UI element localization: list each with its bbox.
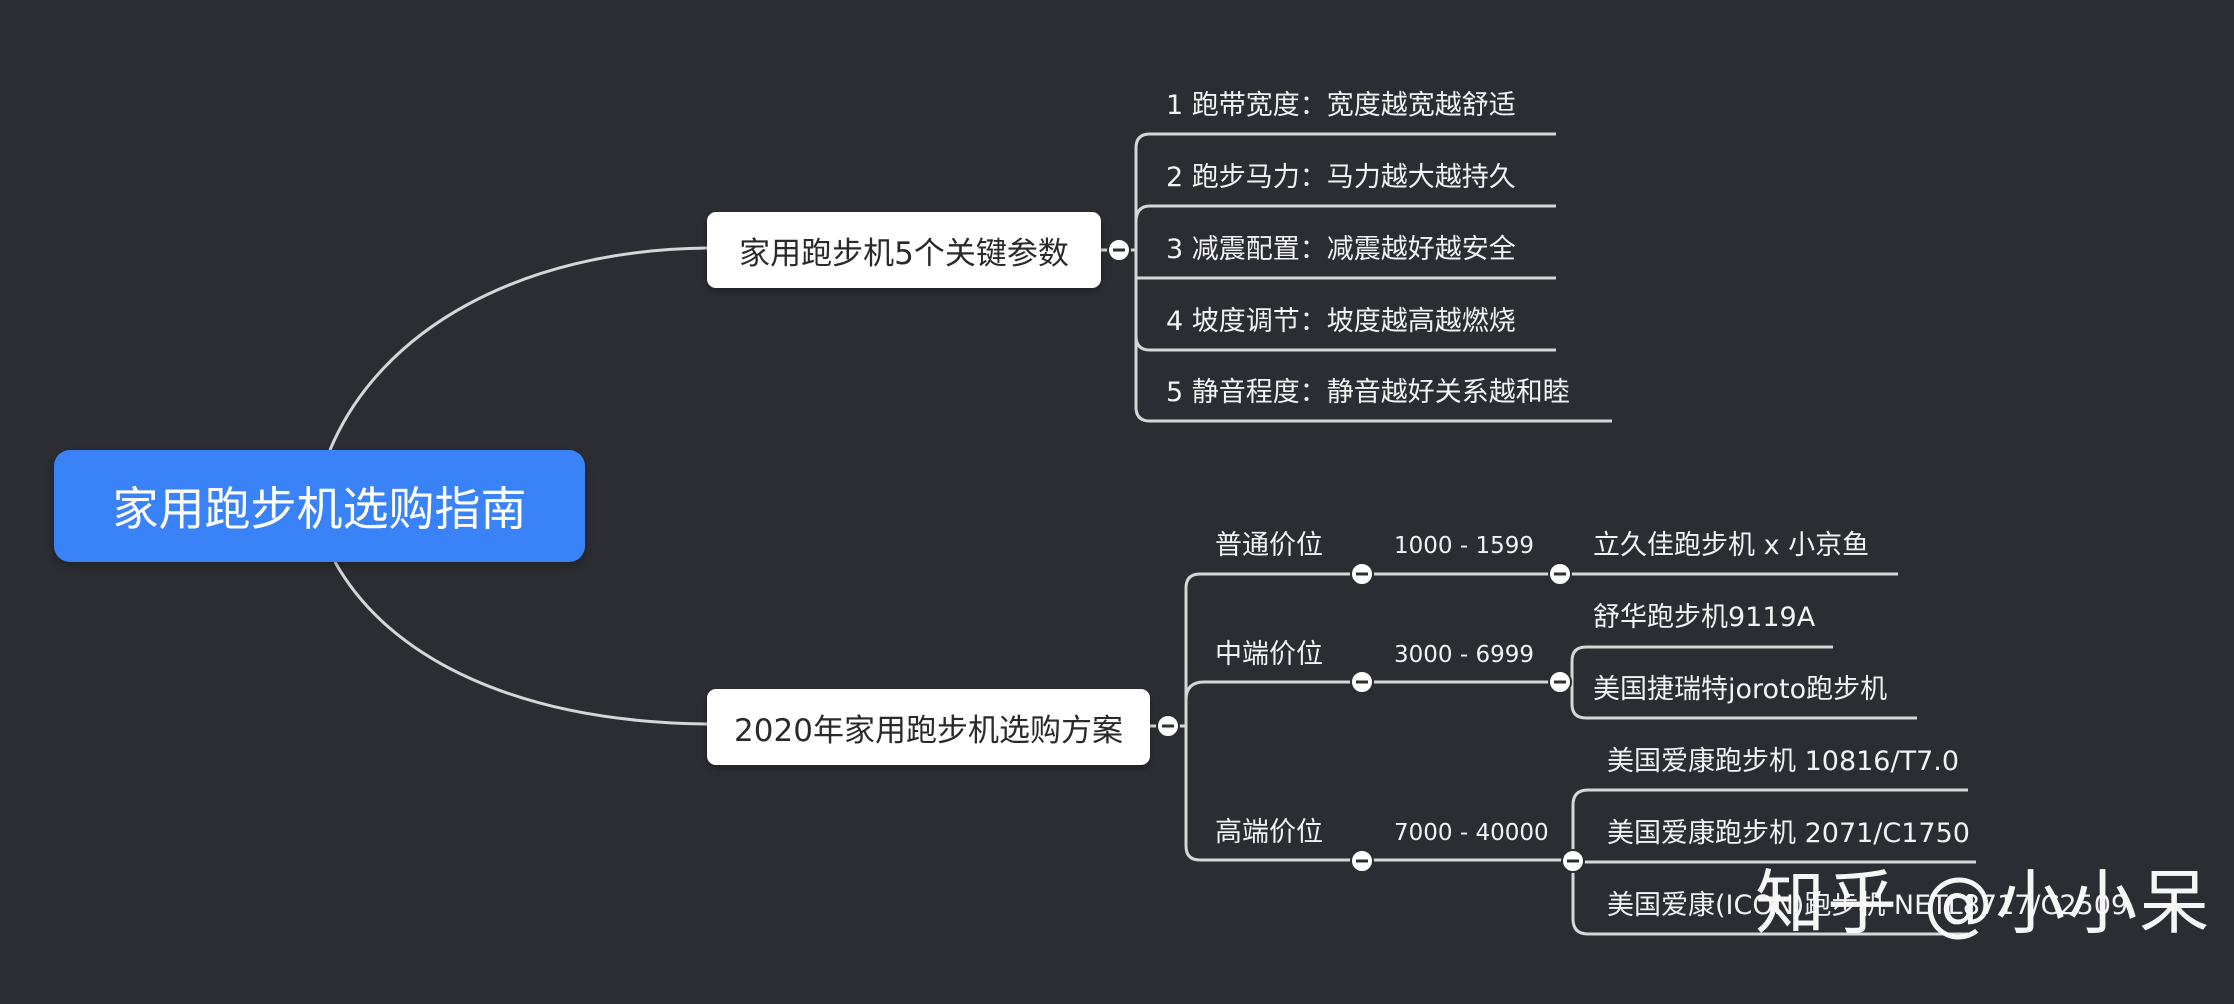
- collapse-params-toggle[interactable]: [1107, 238, 1131, 262]
- tier-price-1[interactable]: 1000 - 1599: [1394, 533, 1534, 559]
- tier-price-2[interactable]: 3000 - 6999: [1394, 642, 1534, 668]
- zhihu-watermark: 知乎 @小小呆: [1755, 862, 2212, 944]
- connector-param-1: [1134, 132, 1556, 250]
- param-item-4[interactable]: 4 坡度调节：坡度越高越燃烧: [1166, 306, 1516, 337]
- connector-param-5: [1134, 336, 1612, 423]
- connector-param-2: [1134, 204, 1556, 223]
- collapse-tier3-toggle[interactable]: [1350, 849, 1374, 873]
- connector-tier-3: [1184, 726, 1573, 862]
- product-item[interactable]: 美国爱康跑步机 2071/C1750: [1607, 818, 1970, 849]
- collapse-tier2-toggle[interactable]: [1350, 670, 1374, 694]
- root-topic[interactable]: 家用跑步机选购指南: [54, 450, 585, 562]
- connector-tier2-product-1: [1560, 645, 1833, 684]
- branch-key-params[interactable]: 家用跑步机5个关键参数: [707, 212, 1101, 288]
- collapse-tier3-price-toggle[interactable]: [1561, 849, 1585, 873]
- product-item[interactable]: 美国爱康(ICON)跑步机 NETL8717/C2509: [1607, 890, 2129, 921]
- connector-root-plans: [333, 561, 708, 726]
- product-item[interactable]: 舒华跑步机9119A: [1593, 602, 1816, 633]
- param-item-5[interactable]: 5 静音程度：静音越好关系越和睦: [1166, 377, 1570, 408]
- branch-purchase-plans[interactable]: 2020年家用跑步机选购方案: [707, 689, 1150, 765]
- tier-name-3[interactable]: 高端价位: [1215, 817, 1323, 848]
- product-item[interactable]: 美国捷瑞特joroto跑步机: [1593, 674, 1888, 705]
- tier-price-3[interactable]: 7000 - 40000: [1394, 820, 1549, 846]
- product-item[interactable]: 立久佳跑步机 x 小京鱼: [1593, 530, 1870, 561]
- connector-tier3-product-3: [1571, 860, 1968, 936]
- connector-root-params: [328, 246, 708, 451]
- collapse-tier1-price-toggle[interactable]: [1548, 562, 1572, 586]
- connector-tier-1: [1184, 572, 1562, 726]
- tier-name-1[interactable]: 普通价位: [1215, 530, 1323, 561]
- product-item[interactable]: 美国爱康跑步机 10816/T7.0: [1607, 746, 1960, 777]
- param-item-2[interactable]: 2 跑步马力：马力越大越持久: [1166, 162, 1516, 193]
- collapse-tier2-price-toggle[interactable]: [1548, 670, 1572, 694]
- connector-tier3-product-1: [1571, 788, 1968, 860]
- collapse-plans-toggle[interactable]: [1156, 714, 1180, 738]
- param-item-1[interactable]: 1 跑带宽度：宽度越宽越舒适: [1166, 90, 1516, 121]
- connector-tier2-product-2: [1570, 682, 1917, 720]
- tier-name-2[interactable]: 中端价位: [1215, 639, 1323, 670]
- connector-tier-2: [1184, 680, 1560, 701]
- param-item-3[interactable]: 3 减震配置：减震越好越安全: [1166, 234, 1516, 265]
- collapse-tier1-toggle[interactable]: [1350, 562, 1374, 586]
